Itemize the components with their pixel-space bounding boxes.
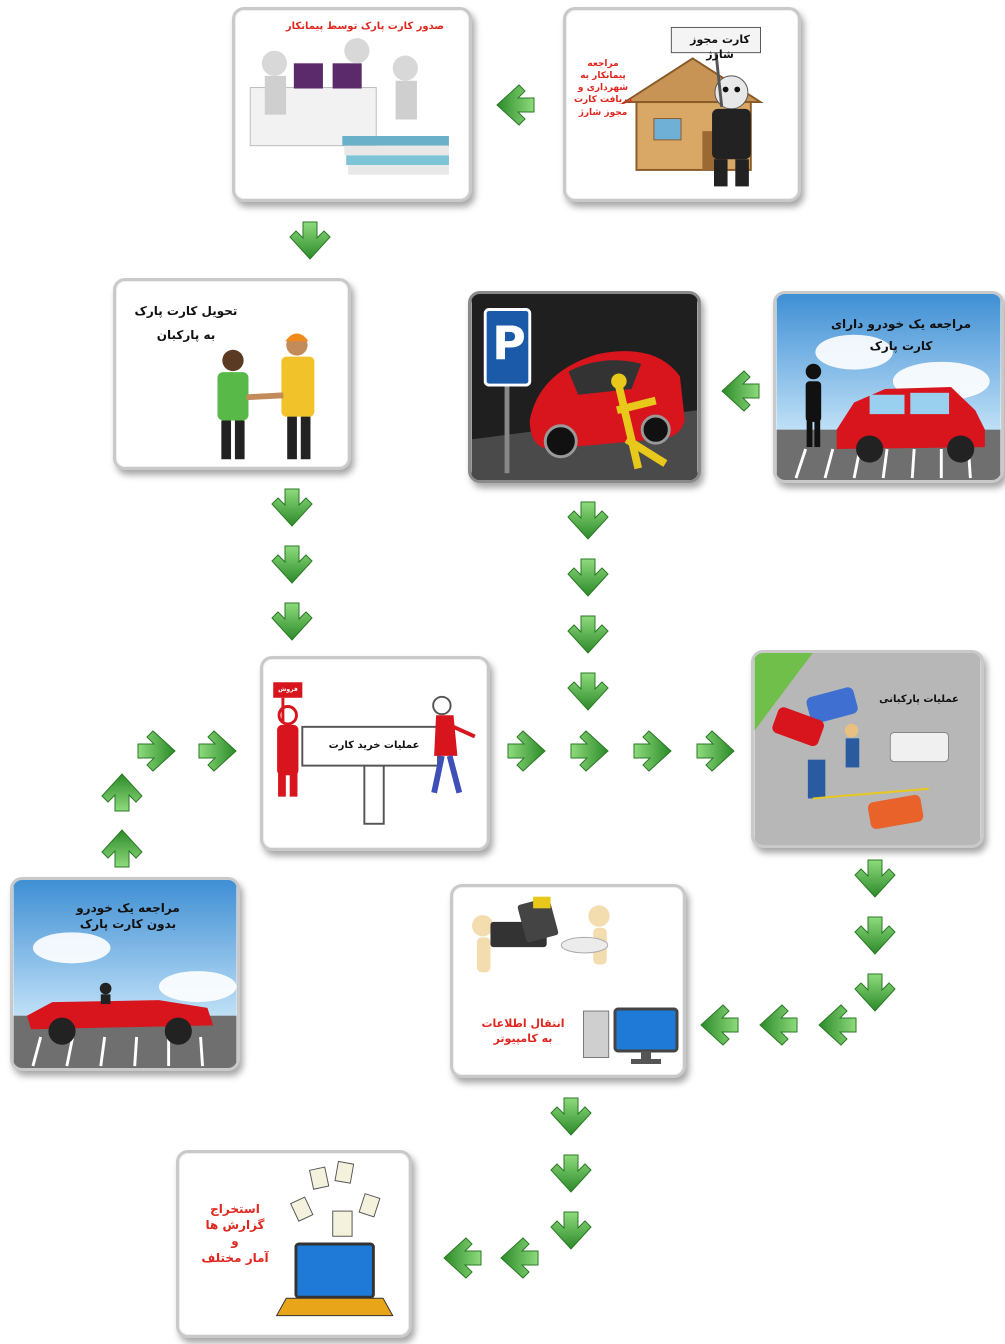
transfer-data-title: انتقال اطلاعات به کامپیوتر [461, 1017, 585, 1047]
documents-illustration [275, 1160, 394, 1317]
flow-arrow-icon [135, 729, 179, 773]
flow-arrow-icon [756, 1003, 800, 1047]
flow-arrow-icon [100, 770, 144, 814]
flow-arrow-icon [440, 1236, 484, 1280]
transfer-data-title-line2: به کامپیوتر [493, 1031, 553, 1045]
step-transfer-data: انتقال اطلاعات به کامپیوتر [450, 884, 686, 1078]
step-car-with-card: مراجعه یک خودرو دارای کارت پارک [773, 291, 1004, 483]
flow-arrow-icon [566, 499, 610, 543]
flow-arrow-icon [853, 914, 897, 958]
step-issue-cards: صدور کارت پارک توسط پیمانکار [232, 7, 472, 202]
data-transfer-illustration [472, 896, 610, 1059]
parking-ops-title: عملیات پارکبانی [879, 694, 959, 705]
reports-title-line4: آمار مختلف [201, 1250, 269, 1265]
parked-car-illustration [471, 294, 698, 480]
monitor-icon [613, 1007, 679, 1064]
permit-description: مراجعه پیمانکار به شهرداری و دریافت کارت… [570, 58, 636, 119]
step-car-without-card: مراجعه یک خودرو بدون کارت پارک [10, 877, 240, 1071]
flow-arrow-icon [505, 729, 549, 773]
step-purchase-card: عملیات خرید کارت فروش [260, 656, 490, 851]
flow-arrow-icon [270, 543, 314, 587]
car-without-card-title-line1: مراجعه یک خودرو [76, 901, 180, 915]
flow-arrow-icon [566, 556, 610, 600]
step-deliver-card: تحویل کارت پارک به پارکبان [113, 278, 351, 470]
permit-description-line1: مراجعه پیمانکار به [580, 59, 626, 82]
step-parking-sign: P [468, 291, 701, 483]
car-without-card-title: مراجعه یک خودرو بدون کارت پارک [43, 900, 213, 932]
flow-arrow-icon [697, 1003, 741, 1047]
flow-arrow-icon [288, 219, 332, 263]
permit-sign-label: کارت مجوز شارژ [690, 33, 750, 61]
step-permit-card: کارت مجوز شارژ مراجعه پیمانکار به شهردار… [563, 7, 801, 202]
flow-arrow-icon [566, 670, 610, 714]
flow-arrow-icon [815, 1003, 859, 1047]
issue-cards-title: صدور کارت پارک توسط پیمانکار [285, 21, 445, 32]
transfer-data-title-line1: انتقال اطلاعات [481, 1017, 565, 1030]
reports-title-line3: و [231, 1234, 239, 1249]
flow-arrow-icon [549, 1095, 593, 1139]
person-and-car-illustration [776, 294, 1001, 480]
flow-arrow-icon [718, 369, 762, 413]
car-with-card-title: مراجعه یک خودرو دارای کارت پارک [806, 316, 996, 354]
reports-title: استخراج گزارش ها و آمار مختلف [189, 1201, 281, 1266]
flow-arrow-icon [196, 729, 240, 773]
handshake-illustration [217, 333, 315, 460]
car-without-card-title-line2: بدون کارت پارک [79, 917, 177, 932]
flow-arrow-icon [549, 1209, 593, 1253]
deliver-card-title-line1: تحویل کارت پارک [134, 304, 238, 318]
parking-sign-letter: P [492, 316, 526, 370]
car-with-card-title-line2: کارت پارک [869, 339, 933, 354]
flow-arrow-icon [853, 857, 897, 901]
flow-arrow-icon [568, 729, 612, 773]
purchase-sign-label: فروش [278, 686, 298, 693]
flow-arrow-icon [853, 971, 897, 1015]
flow-arrow-icon [566, 613, 610, 657]
flow-arrow-icon [497, 1236, 541, 1280]
purchase-board-label: عملیات خرید کارت [328, 740, 420, 751]
reports-title-line1: استخراج [210, 1202, 260, 1216]
flow-arrow-icon [270, 600, 314, 644]
deliver-card-title: تحویل کارت پارک به پارکبان [126, 303, 246, 343]
sale-sign-illustration [273, 682, 476, 825]
deliver-card-title-line2: به پارکبان [156, 328, 216, 343]
office-workers-illustration [249, 38, 449, 175]
flow-arrow-icon [549, 1152, 593, 1196]
flow-arrow-icon [100, 826, 144, 870]
step-parking-ops: عملیات پارکبانی [751, 650, 984, 848]
parking-lot-illustration [754, 653, 981, 845]
flow-arrow-icon [270, 486, 314, 530]
step-reports: استخراج گزارش ها و آمار مختلف [176, 1150, 412, 1338]
flow-arrow-icon [694, 729, 738, 773]
flow-arrow-icon [493, 83, 537, 127]
permit-description-line2: شهرداری و [577, 83, 629, 94]
permit-description-line4: مجوز شارژ [578, 107, 628, 118]
convertible-car-illustration [13, 880, 237, 1068]
permit-description-line3: دریافت کارت [574, 95, 632, 106]
reports-title-line2: گزارش ها [205, 1218, 265, 1233]
house-mascot-illustration [621, 26, 764, 187]
flow-arrow-icon [631, 729, 675, 773]
car-with-card-title-line1: مراجعه یک خودرو دارای [830, 317, 972, 331]
